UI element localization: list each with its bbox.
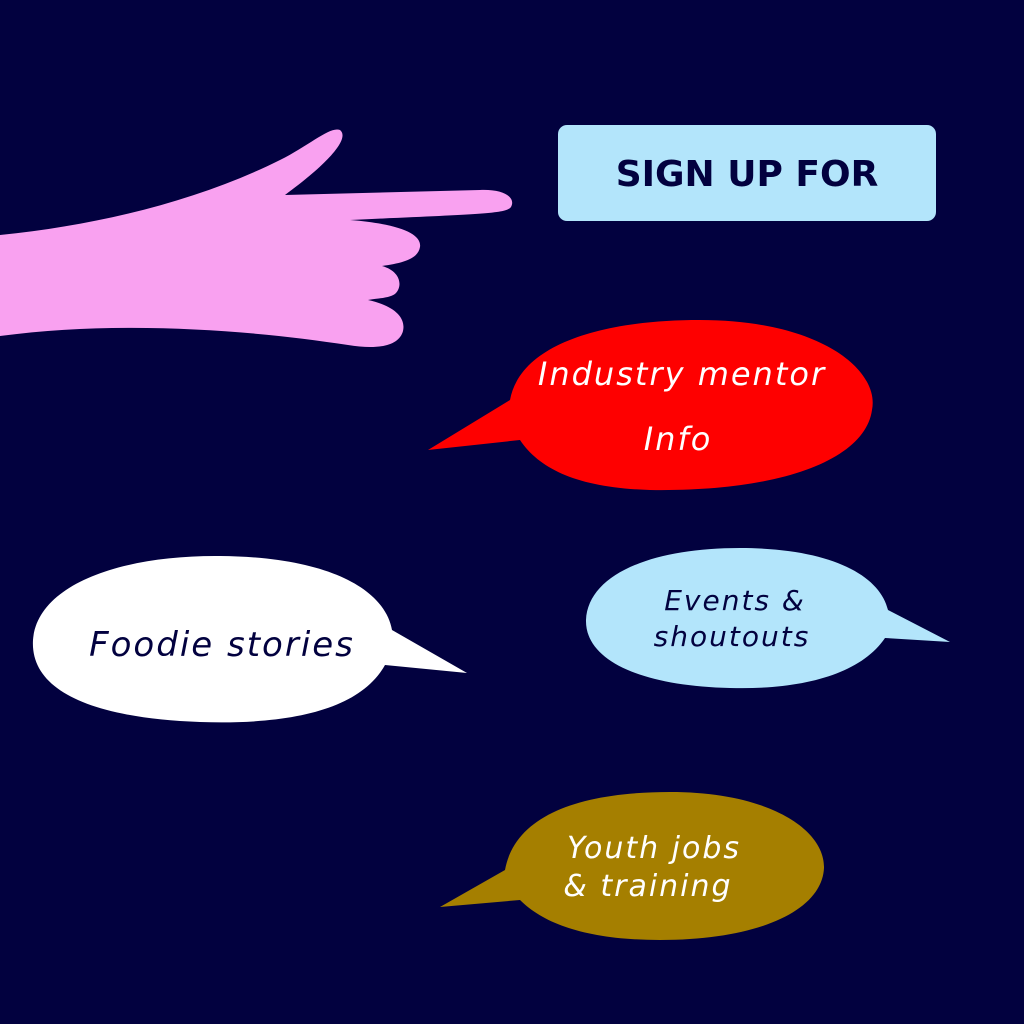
mentor-text-line2: Info <box>644 420 713 458</box>
pointing-hand-icon <box>0 129 513 348</box>
speech-bubble-events: Events & shoutouts <box>585 548 950 689</box>
mentor-text-line1: Industry mentor <box>538 355 826 393</box>
events-text-line1: Events & <box>664 584 806 617</box>
youth-text-line2: & training <box>563 869 732 904</box>
speech-bubble-foodie: Foodie stories <box>32 555 467 723</box>
sign-up-label: SIGN UP FOR <box>616 154 879 195</box>
speech-bubble-mentor: Industry mentor Info <box>428 320 873 491</box>
sign-up-button[interactable]: SIGN UP FOR <box>558 125 936 221</box>
foodie-text: Foodie stories <box>89 625 355 665</box>
events-text-line2: shoutouts <box>654 620 811 653</box>
youth-text-line1: Youth jobs <box>567 831 741 866</box>
speech-bubble-youth: Youth jobs & training <box>440 792 825 940</box>
